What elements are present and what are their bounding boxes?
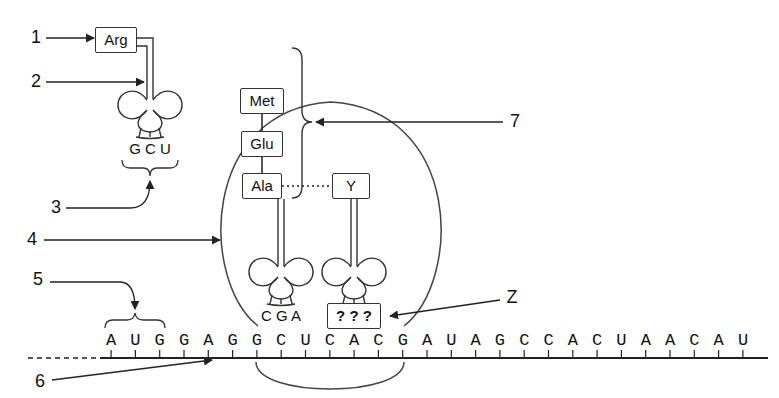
mrna-sequence: A U G G A G G C U C A C G A U A G C C A … bbox=[106, 332, 750, 349]
anticodon-label: C G A bbox=[261, 308, 301, 325]
callout-number: 1 bbox=[31, 28, 41, 48]
trna-stem bbox=[278, 199, 284, 266]
box-label: Y bbox=[340, 177, 362, 195]
base-tick bbox=[111, 350, 743, 358]
callout-number: 2 bbox=[31, 72, 41, 92]
peptide-bond bbox=[261, 114, 263, 131]
amino-acid-box: ? ? ? bbox=[327, 303, 381, 329]
amino-acid-box: Arg bbox=[95, 27, 137, 53]
leader-line bbox=[44, 239, 220, 240]
leader-line bbox=[390, 300, 500, 316]
peptide-bond bbox=[282, 185, 332, 187]
leader-line bbox=[46, 81, 144, 82]
trna-cloverleaf bbox=[322, 258, 386, 305]
leader-line bbox=[66, 181, 150, 208]
amino-acid-box: Glu bbox=[241, 131, 283, 157]
callout-number: Z bbox=[507, 288, 518, 308]
amino-acid-box: Y bbox=[332, 173, 370, 199]
box-label: Met bbox=[248, 92, 276, 110]
callout-number: 3 bbox=[51, 198, 61, 218]
anticodon-label: G C U bbox=[129, 141, 171, 158]
leader-line bbox=[50, 282, 135, 309]
ribosome-small-subunit bbox=[256, 362, 404, 389]
trna-cloverleaf bbox=[118, 91, 182, 138]
box-label: ? ? ? bbox=[335, 307, 373, 325]
leader-line bbox=[316, 121, 503, 122]
amino-acid-box: Ala bbox=[242, 173, 282, 199]
leader-line bbox=[46, 37, 94, 38]
callout-number: 5 bbox=[33, 270, 43, 290]
codon-bracket bbox=[105, 313, 165, 328]
callout-number: 7 bbox=[510, 112, 520, 132]
callout-number: 6 bbox=[35, 372, 45, 392]
box-label: Ala bbox=[250, 177, 274, 195]
box-label: Glu bbox=[249, 135, 275, 153]
mrna-strand bbox=[28, 357, 100, 359]
mrna-strand bbox=[100, 357, 768, 359]
trna-stem bbox=[351, 199, 357, 266]
anticodon-bracket bbox=[122, 160, 178, 176]
box-label: Arg bbox=[103, 31, 129, 49]
polypeptide-brace bbox=[292, 48, 312, 198]
callout-number: 4 bbox=[27, 230, 37, 250]
trna-cloverleaf bbox=[249, 258, 313, 305]
peptide-bond bbox=[261, 157, 263, 173]
ribosome-large-subunit bbox=[221, 102, 441, 326]
amino-acid-box: Met bbox=[240, 88, 284, 114]
leader-line bbox=[52, 360, 212, 380]
